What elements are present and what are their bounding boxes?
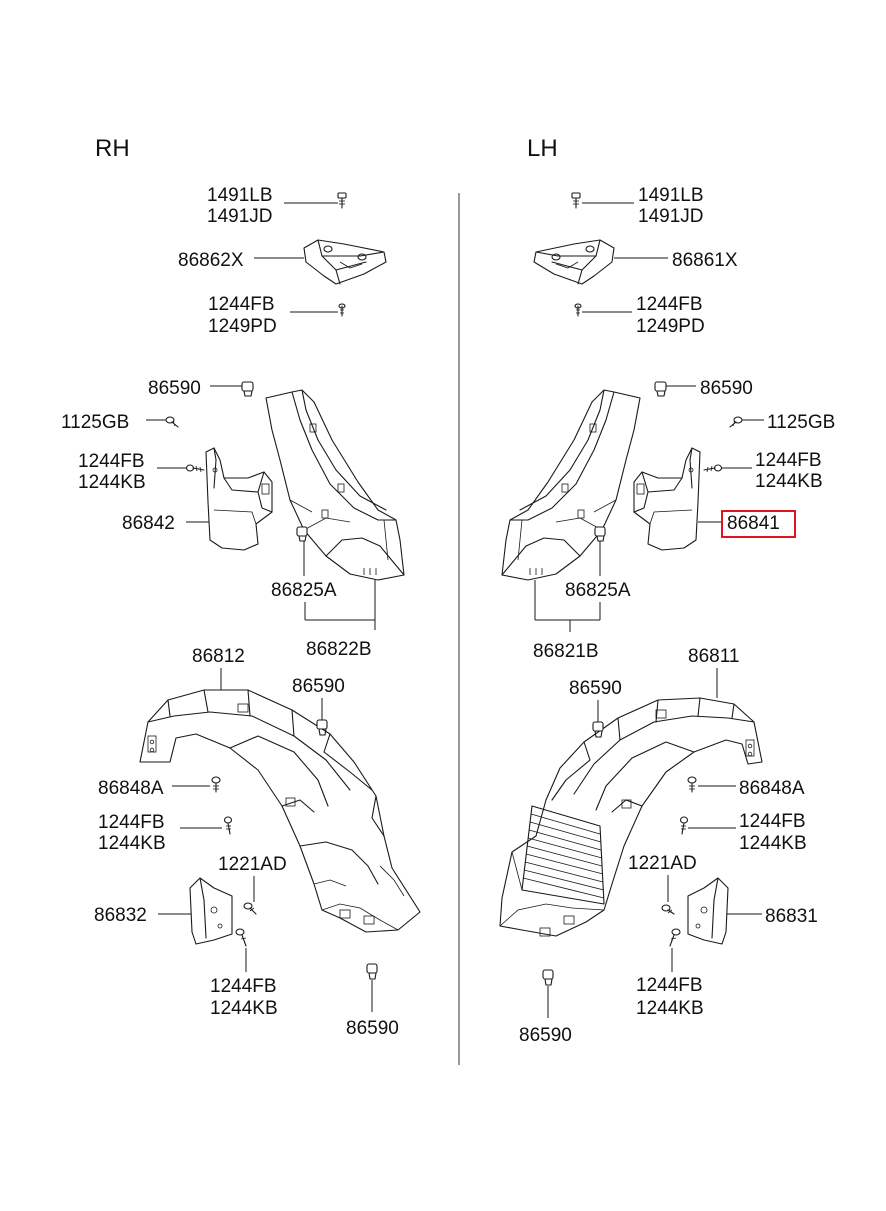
lh-part-label-1491lb[interactable]: 1491LB: [638, 185, 704, 206]
lh-bolt-1221ad-icon[interactable]: [661, 875, 675, 915]
lh-liner-screw-icon[interactable]: [679, 816, 737, 835]
rh-part-label-86842[interactable]: 86842: [122, 513, 175, 534]
lh-part-label-86848a[interactable]: 86848A: [739, 778, 805, 799]
lh-screw-1244fb-icon[interactable]: [574, 303, 632, 317]
lh-part-label-86821b[interactable]: 86821B: [533, 641, 599, 662]
lh-part-label-1125gb[interactable]: 1125GB: [767, 412, 835, 433]
rh-part-label-86590-bottom[interactable]: 86590: [346, 1018, 399, 1039]
lh-splash-guard-icon[interactable]: [501, 389, 641, 581]
lh-mud-guard-icon[interactable]: [633, 447, 722, 551]
rh-part-label-86832[interactable]: 86832: [94, 905, 147, 926]
lh-part-label-1244kb-liner[interactable]: 1244KB: [739, 833, 807, 854]
lh-guard-assy-leader: [534, 580, 601, 632]
rh-splash-guard-icon[interactable]: [265, 389, 405, 581]
lh-part-label-1244kb-bottom[interactable]: 1244KB: [636, 998, 704, 1019]
lh-part-label-86825a[interactable]: 86825A: [565, 580, 631, 601]
rh-part-label-1244kb-liner[interactable]: 1244KB: [98, 833, 166, 854]
lh-part-label-86861x[interactable]: 86861X: [672, 250, 738, 271]
lh-part-label-1244fb[interactable]: 1244FB: [636, 294, 703, 315]
rh-part-label-86825a[interactable]: 86825A: [271, 580, 337, 601]
rh-part-label-1244fb[interactable]: 1244FB: [208, 294, 275, 315]
rh-part-label-1221ad[interactable]: 1221AD: [218, 854, 287, 875]
lh-bottom-screw-icon[interactable]: [669, 928, 681, 972]
lh-side-title: LH: [527, 135, 558, 162]
rh-part-label-1244kb-bottom[interactable]: 1244KB: [210, 998, 278, 1019]
rh-part-label-1491jd[interactable]: 1491JD: [207, 206, 273, 227]
lh-part-label-1221ad[interactable]: 1221AD: [628, 853, 697, 874]
rh-screw-1244fb-icon[interactable]: [290, 303, 346, 317]
rh-part-label-86822b[interactable]: 86822B: [306, 639, 372, 660]
lh-part-label-1244fb-liner[interactable]: 1244FB: [739, 811, 806, 832]
rh-wheel-liner-icon[interactable]: [139, 689, 421, 933]
lh-mud-screw-icon[interactable]: [703, 464, 752, 473]
rh-plate-icon[interactable]: [158, 877, 233, 945]
lh-part-label-86841[interactable]: 86841: [727, 513, 780, 534]
rh-liner-clip-icon[interactable]: [316, 698, 328, 736]
rh-mud-screw-icon[interactable]: [157, 464, 205, 473]
lh-liner-bolt-icon[interactable]: [687, 776, 736, 793]
lh-part-label-1491jd[interactable]: 1491JD: [638, 206, 704, 227]
rh-retainer-icon[interactable]: [296, 526, 308, 576]
rh-side-title: RH: [95, 135, 130, 162]
rh-bolt-1221ad-icon[interactable]: [243, 876, 257, 915]
rh-bottom-screw-icon[interactable]: [235, 928, 247, 972]
lh-bolt-top-icon[interactable]: [571, 192, 634, 209]
rh-clip-upper-icon[interactable]: [210, 381, 254, 397]
rh-part-label-86862x[interactable]: 86862X: [178, 250, 244, 271]
rh-part-label-86812[interactable]: 86812: [192, 646, 245, 667]
lh-bottom-clip-icon[interactable]: [542, 969, 554, 1018]
lh-part-label-86590-upper[interactable]: 86590: [700, 378, 753, 399]
rh-part-label-1249pd[interactable]: 1249PD: [208, 316, 277, 337]
lh-part-label-86831[interactable]: 86831: [765, 906, 818, 927]
lh-part-label-1244kb-mud[interactable]: 1244KB: [755, 471, 823, 492]
rh-bracket-icon[interactable]: [254, 239, 387, 285]
rh-liner-bolt-icon[interactable]: [172, 776, 221, 793]
lh-part-label-1249pd[interactable]: 1249PD: [636, 316, 705, 337]
lh-bracket-icon[interactable]: [533, 239, 668, 285]
highlight-box-86841: [721, 510, 796, 538]
lh-screw-1125gb-icon[interactable]: [729, 416, 764, 428]
rh-part-label-1244fb-liner[interactable]: 1244FB: [98, 812, 165, 833]
rh-liner-screw-icon[interactable]: [180, 816, 233, 835]
lh-part-label-86811[interactable]: 86811: [688, 646, 739, 667]
lh-part-label-1244fb-mud[interactable]: 1244FB: [755, 450, 822, 471]
lh-part-label-1244fb-bottom[interactable]: 1244FB: [636, 975, 703, 996]
lh-clip-upper-icon[interactable]: [654, 381, 696, 397]
rh-part-label-86848a[interactable]: 86848A: [98, 778, 164, 799]
rh-part-label-1244fb-mud[interactable]: 1244FB: [78, 451, 145, 472]
lh-retainer-icon[interactable]: [594, 526, 606, 576]
lh-plate-icon[interactable]: [687, 877, 762, 945]
rh-part-label-86590-upper[interactable]: 86590: [148, 378, 201, 399]
rh-part-label-1125gb[interactable]: 1125GB: [61, 412, 129, 433]
lh-part-label-86590-liner[interactable]: 86590: [569, 678, 622, 699]
rh-bottom-clip-icon[interactable]: [366, 963, 378, 1012]
lh-wheel-liner-icon[interactable]: [499, 697, 763, 937]
rh-part-label-86590-liner[interactable]: 86590: [292, 676, 345, 697]
rh-part-label-1491lb[interactable]: 1491LB: [207, 185, 273, 206]
rh-part-label-1244kb-mud[interactable]: 1244KB: [78, 472, 146, 493]
rh-part-label-1244fb-bottom[interactable]: 1244FB: [210, 976, 277, 997]
lh-liner-clip-icon[interactable]: [592, 700, 604, 738]
rh-screw-1125gb-icon[interactable]: [146, 416, 179, 428]
lh-part-label-86590-bottom[interactable]: 86590: [519, 1025, 572, 1046]
rh-guard-assy-leader: [304, 580, 376, 630]
rh-mud-guard-icon[interactable]: [186, 447, 273, 551]
rh-bolt-top-icon[interactable]: [284, 192, 347, 209]
